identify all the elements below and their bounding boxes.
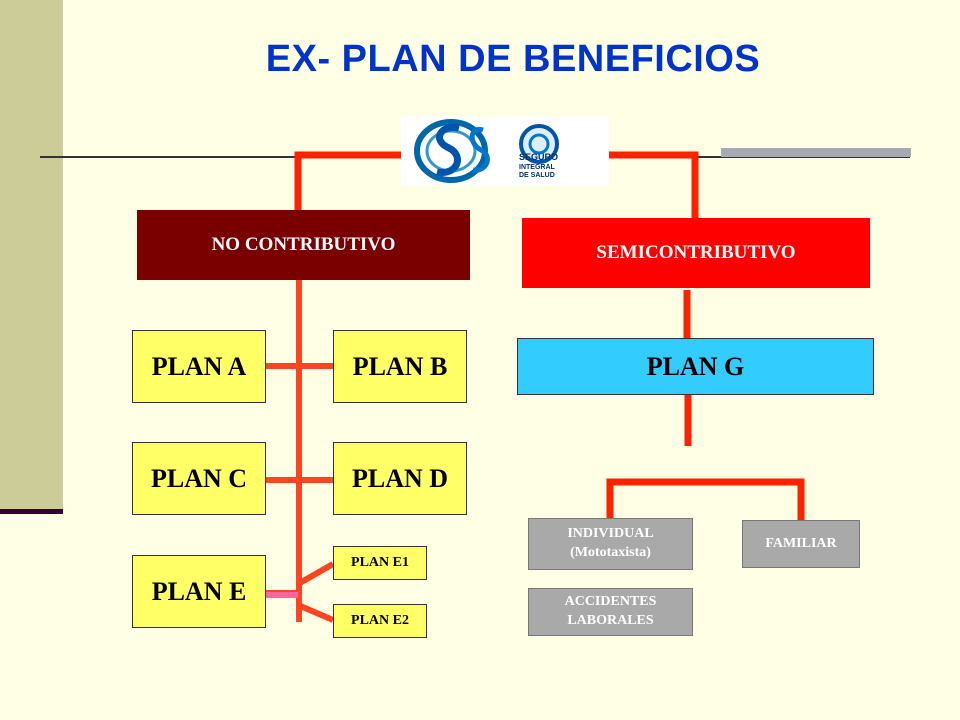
individual-label: INDIVIDUAL — [567, 526, 654, 542]
horizontal-rule-left — [40, 156, 400, 158]
connector-logo-right — [606, 151, 699, 218]
familiar-box: FAMILIAR — [742, 520, 860, 568]
sidebar-edge-line — [0, 509, 63, 514]
connector-e2 — [296, 602, 335, 623]
connector-branch — [606, 478, 805, 520]
no-contributivo-box: NO CONTRIBUTIVO — [137, 210, 470, 280]
individual-box: INDIVIDUAL (Mototaxista) — [528, 518, 693, 570]
sidebar-decoration — [0, 0, 63, 512]
accidentes-label: ACCIDENTES — [564, 594, 657, 610]
individual-sublabel: (Mototaxista) — [570, 545, 651, 560]
plan-c-box: PLAN C — [132, 442, 266, 515]
horizontal-rule-right — [610, 156, 910, 158]
semicontributivo-box: SEMICONTRIBUTIVO — [522, 218, 870, 288]
accidentes-laborales-box: ACCIDENTES LABORALES — [528, 588, 693, 636]
plan-e1-box: PLAN E1 — [333, 546, 427, 580]
logo-text-line3: DE SALUD — [519, 172, 555, 179]
plan-e-box: PLAN E — [132, 555, 266, 628]
plan-b-box: PLAN B — [333, 330, 467, 403]
logo-text-line1: SEGURO — [519, 152, 558, 162]
plan-d-box: PLAN D — [333, 442, 467, 515]
page-title: EX- PLAN DE BENEFICIOS — [265, 38, 761, 80]
laborales-label: LABORALES — [567, 613, 654, 628]
plan-g-box: PLAN G — [517, 338, 874, 395]
connector-logo-left — [294, 151, 404, 210]
sis-logo: SEGURO INTEGRAL DE SALUD — [401, 116, 609, 186]
plan-e2-box: PLAN E2 — [333, 604, 427, 638]
logo-text-line2: INTEGRAL — [519, 164, 556, 171]
gray-rule-bar — [721, 148, 911, 157]
connector-e1 — [296, 561, 335, 587]
plan-a-box: PLAN A — [132, 330, 266, 403]
